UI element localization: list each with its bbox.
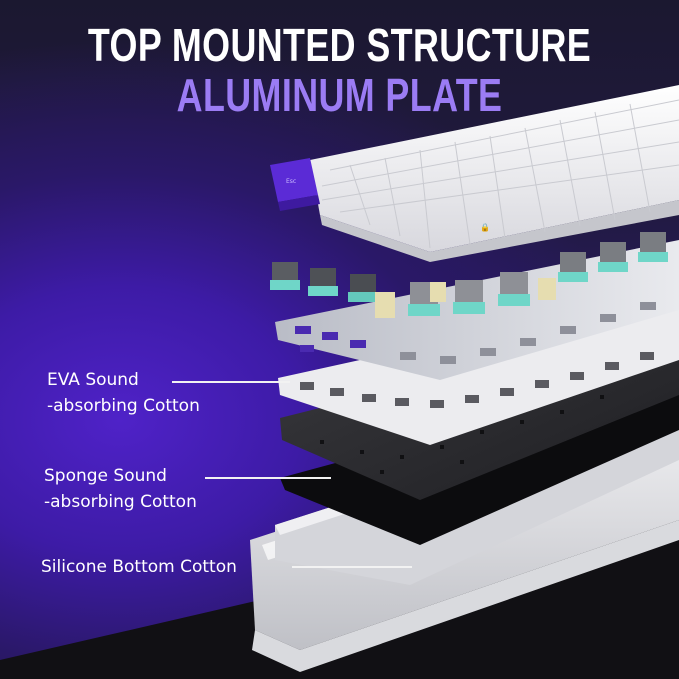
callout-sponge-cotton: Sponge Sound -absorbing Cotton [44, 463, 197, 515]
headline-line-2: ALUMINUM PLATE [176, 69, 503, 121]
callout-sponge-leader-line [205, 477, 331, 479]
callout-eva-cotton: EVA Sound -absorbing Cotton [47, 367, 200, 419]
callout-eva-leader-line [172, 381, 290, 383]
lock-icon: 🔒 [480, 223, 490, 232]
callout-sponge-line2: -absorbing Cotton [44, 492, 197, 512]
keycaps-layer: Esc 🔒 [270, 85, 679, 262]
callout-silicone-cotton: Silicone Bottom Cotton [41, 554, 237, 580]
esc-key: Esc [270, 158, 320, 211]
switches-layer [270, 232, 668, 318]
callout-eva-line1: EVA Sound [47, 370, 139, 390]
callout-eva-line2: -absorbing Cotton [47, 396, 200, 416]
svg-text:Esc: Esc [286, 178, 296, 185]
callout-sponge-line1: Sponge Sound [44, 466, 167, 486]
callout-silicone-leader-line [292, 566, 412, 568]
switch-row [270, 232, 668, 318]
callout-silicone-line1: Silicone Bottom Cotton [41, 557, 237, 577]
headline-line-1: TOP MOUNTED STRUCTURE [87, 19, 592, 71]
